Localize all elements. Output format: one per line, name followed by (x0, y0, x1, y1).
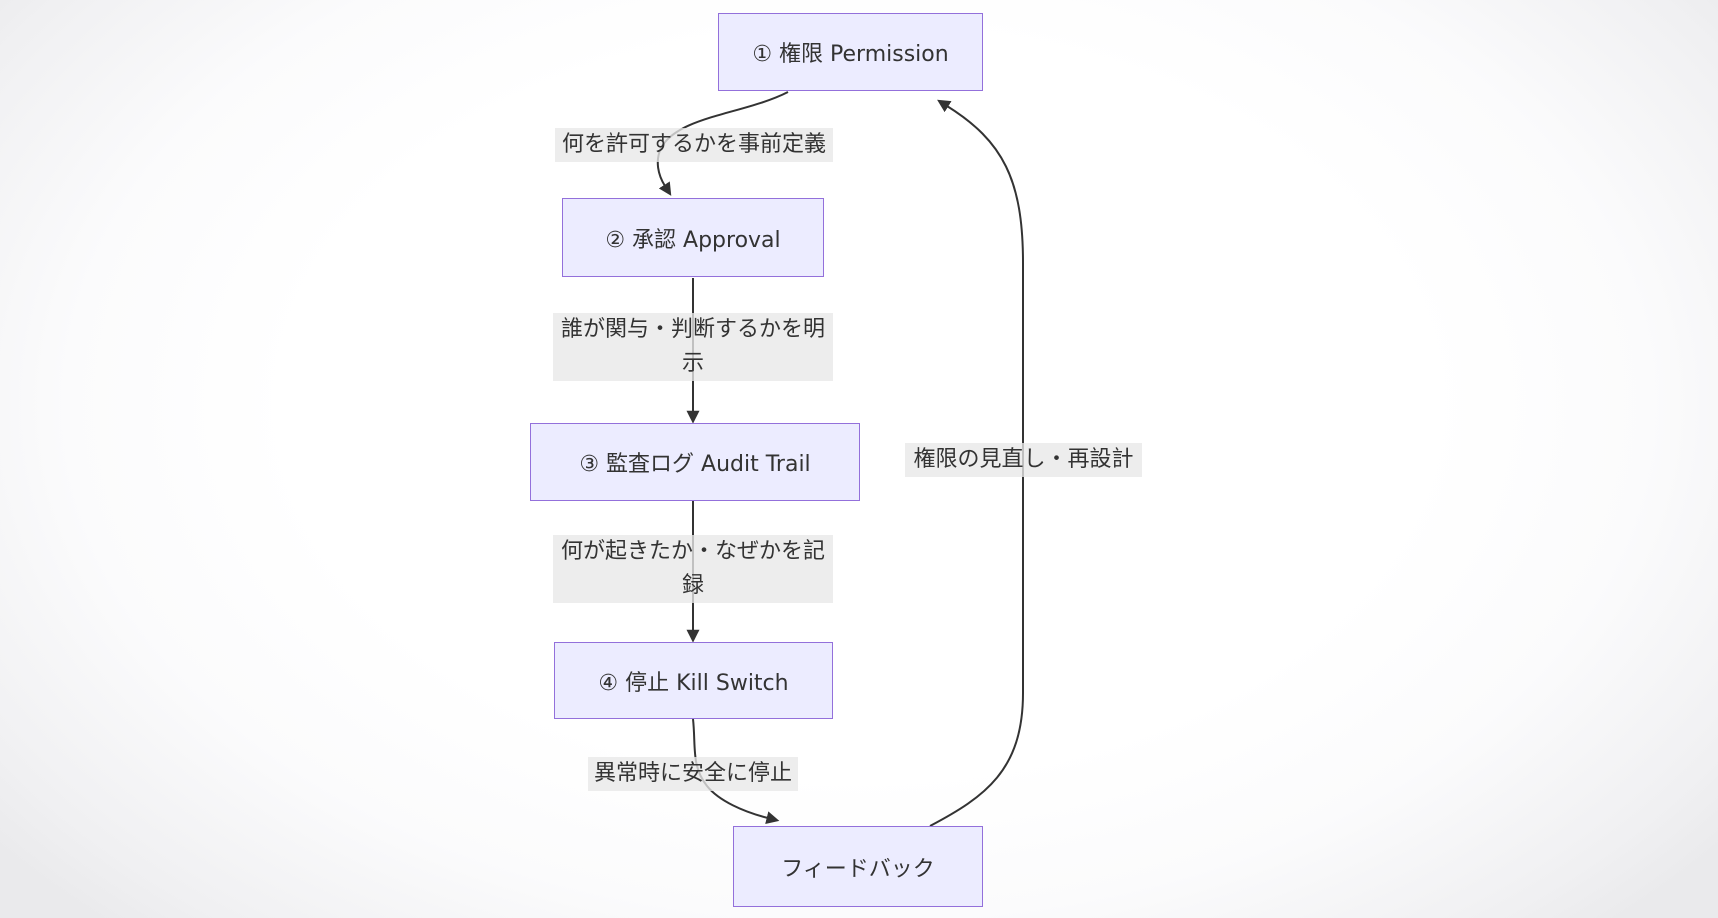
edge-label-text: 何が起きたか・なぜかを記 (560, 539, 825, 564)
node-audit-trail: ③ 監査ログ Audit Trail (530, 423, 860, 501)
node-audit-trail-label: ③ 監査ログ Audit Trail (579, 452, 811, 477)
edge-label-text: 誰が関与・判断するかを明 (560, 317, 825, 342)
edge-label-text: 示 (681, 351, 704, 376)
edge-label-text: 録 (681, 573, 704, 598)
edge-label-predefine-permissions: 何を許可するかを事前定義 (555, 128, 833, 162)
edge-label-record-what-why: 何が起きたか・なぜかを記 録 (553, 535, 833, 603)
node-kill-switch-label: ④ 停止 Kill Switch (598, 670, 789, 696)
edge-label-safe-stop: 異常時に安全に停止 (588, 757, 798, 791)
node-approval-label: ② 承認 Approval (605, 227, 781, 253)
node-permission: ① 権限 Permission (718, 13, 983, 91)
node-kill-switch: ④ 停止 Kill Switch (554, 642, 833, 719)
edge-label-who-decides: 誰が関与・判断するかを明 示 (553, 313, 833, 381)
edge-label-text: 権限の見直し・再設計 (913, 447, 1134, 472)
node-approval: ② 承認 Approval (562, 198, 824, 277)
node-feedback-label: フィードバック (781, 856, 935, 882)
node-feedback: フィードバック (733, 826, 983, 907)
edge-label-text: 何を許可するかを事前定義 (561, 132, 826, 157)
node-permission-label: ① 権限 Permission (752, 42, 949, 67)
edge-feedback-to-permission (929, 99, 1024, 827)
edge-label-text: 異常時に安全に停止 (593, 761, 792, 786)
edge-label-review-redesign: 権限の見直し・再設計 (905, 443, 1142, 477)
